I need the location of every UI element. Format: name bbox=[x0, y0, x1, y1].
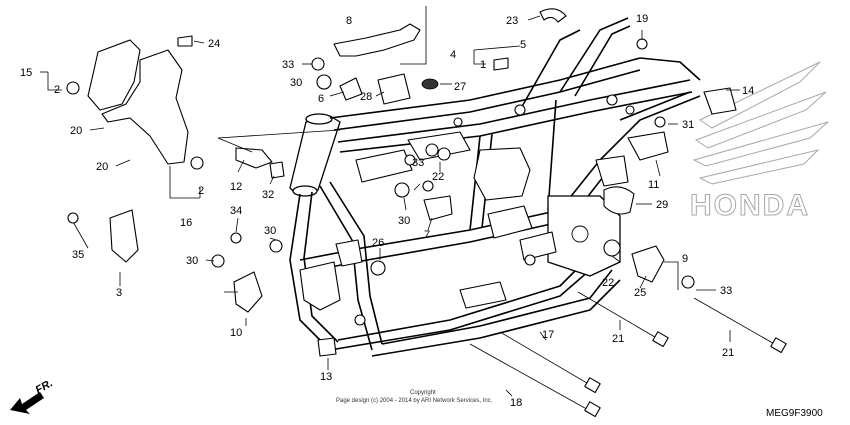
callout-22a: 22 bbox=[432, 171, 444, 183]
callout-2a: 2 bbox=[54, 84, 60, 96]
diagram-code: MEG9F3900 bbox=[766, 408, 823, 419]
callout-26: 26 bbox=[372, 237, 384, 249]
callout-12: 12 bbox=[230, 181, 242, 193]
main-frame bbox=[289, 17, 701, 357]
long-bolt-18 bbox=[469, 343, 593, 413]
callout-35: 35 bbox=[72, 249, 84, 261]
callout-11: 11 bbox=[648, 179, 659, 191]
front-label: FR. bbox=[34, 377, 55, 396]
loose-parts bbox=[66, 8, 787, 418]
callout-labels: 1 2 2 3 4 5 6 7 8 9 10 11 12 13 14 15 16… bbox=[20, 13, 754, 409]
callout-32: 32 bbox=[262, 189, 274, 201]
callout-13: 13 bbox=[320, 371, 332, 383]
long-bolt-21a bbox=[577, 291, 661, 341]
long-bolt-21b bbox=[693, 297, 779, 347]
callout-20b: 20 bbox=[96, 161, 108, 173]
callout-16: 16 bbox=[180, 217, 192, 229]
callout-28: 28 bbox=[360, 91, 372, 103]
callout-14: 14 bbox=[742, 85, 754, 97]
honda-wing-logo: HONDA bbox=[690, 61, 829, 223]
callout-9: 9 bbox=[682, 253, 688, 265]
callout-30b: 30 bbox=[398, 215, 410, 227]
cover-right bbox=[101, 49, 189, 165]
callout-34: 34 bbox=[230, 205, 242, 217]
callout-30a: 30 bbox=[290, 77, 302, 89]
callout-23: 23 bbox=[506, 15, 518, 27]
callout-30d: 30 bbox=[186, 255, 198, 267]
callout-3: 3 bbox=[116, 287, 122, 299]
callout-20a: 20 bbox=[70, 125, 82, 137]
long-bolt-17 bbox=[499, 331, 593, 387]
copyright-line-1: Copyright bbox=[410, 390, 436, 396]
cover-left bbox=[87, 39, 141, 111]
callout-31: 31 bbox=[682, 119, 694, 131]
callout-15: 15 bbox=[20, 67, 32, 79]
callout-8: 8 bbox=[346, 15, 352, 27]
callout-33b: 33 bbox=[412, 157, 424, 169]
front-direction-indicator: FR. bbox=[10, 377, 55, 414]
callout-4: 4 bbox=[450, 49, 456, 61]
callout-2b: 2 bbox=[198, 185, 204, 197]
bracket-8 bbox=[333, 23, 421, 57]
callout-18: 18 bbox=[510, 397, 522, 409]
callout-24: 24 bbox=[208, 38, 220, 50]
leader-lines bbox=[40, 6, 740, 397]
callout-1: 1 bbox=[480, 59, 486, 71]
callout-22b: 22 bbox=[602, 277, 614, 289]
copyright-line-2: Page design (c) 2004 - 2014 by ARI Netwo… bbox=[336, 398, 493, 404]
callout-30c: 30 bbox=[264, 225, 276, 237]
callout-7: 7 bbox=[424, 229, 430, 241]
callout-33c: 33 bbox=[720, 285, 732, 297]
callout-6: 6 bbox=[318, 93, 324, 105]
callout-21b: 21 bbox=[722, 347, 734, 359]
callout-21a: 21 bbox=[612, 333, 624, 345]
callout-17: 17 bbox=[542, 329, 554, 341]
callout-5: 5 bbox=[520, 39, 526, 51]
callout-25: 25 bbox=[634, 287, 646, 299]
callout-10: 10 bbox=[230, 327, 242, 339]
front-arrow-icon bbox=[10, 392, 44, 414]
honda-watermark-text: HONDA bbox=[690, 189, 810, 222]
callout-29: 29 bbox=[656, 199, 668, 211]
callout-27: 27 bbox=[454, 81, 466, 93]
callout-19: 19 bbox=[636, 13, 648, 25]
callout-33a: 33 bbox=[282, 59, 294, 71]
